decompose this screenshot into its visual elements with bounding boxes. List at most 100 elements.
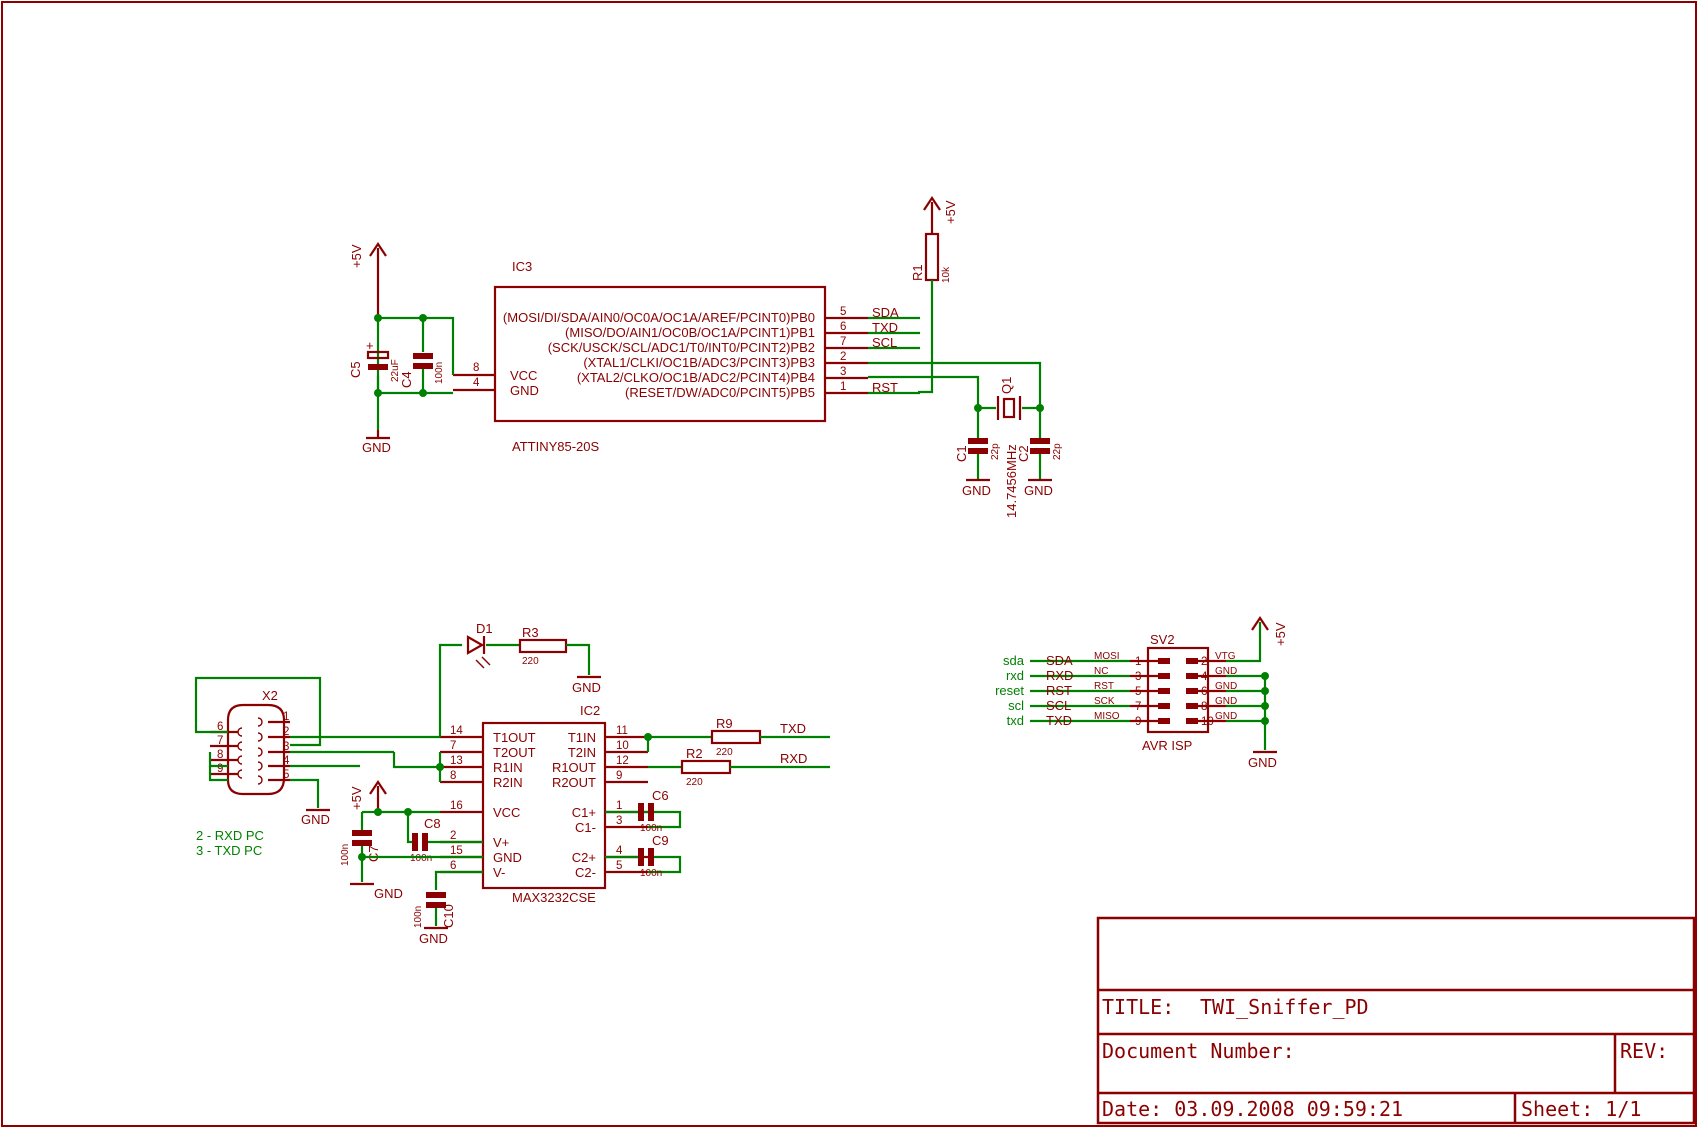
x2-pin-num: 2	[283, 726, 289, 738]
ic3-pin-num: 2	[840, 351, 846, 363]
c10-name: C10	[441, 904, 456, 928]
c8-value: 100n	[410, 853, 432, 864]
c2-name: C2	[1016, 445, 1031, 462]
d1-name: D1	[476, 621, 493, 636]
r9-value: 220	[716, 747, 733, 758]
ic3-pin-vcc-label: VCC	[510, 368, 537, 383]
sheet-text: Sheet: 1/1	[1521, 1097, 1641, 1121]
ic2-pin-num: 1	[616, 800, 622, 812]
gnd-label-d1: GND	[572, 680, 601, 695]
sv2-rfn-label: VTG	[1215, 651, 1236, 662]
date-text: Date: 03.09.2008 09:59:21	[1102, 1097, 1403, 1121]
supply-label-5v-ic2: +5V	[349, 786, 364, 810]
x2-pin-num: 4	[283, 755, 290, 767]
q1-name: Q1	[999, 377, 1014, 394]
c9-value: 100n	[640, 868, 662, 879]
ic2-pin-label: C2+	[572, 850, 596, 865]
r9-name: R9	[716, 716, 733, 731]
ic2-body	[481, 721, 607, 890]
sv2-fn-label: MISO	[1094, 711, 1120, 722]
sv2-ext-label: txd	[1007, 713, 1024, 728]
ic3-pin-8-num: 8	[473, 362, 479, 374]
ic2-name: IC2	[580, 703, 600, 718]
ic3-pin-label: (SCK/USCK/SCL/ADC1/T0/INT0/PCINT2)PB2	[548, 340, 815, 355]
sv2-rfn-label: GND	[1215, 711, 1237, 722]
c1-name: C1	[954, 445, 969, 462]
c4-name: C4	[399, 371, 414, 388]
x2-pin-num: 8	[217, 749, 223, 761]
ic2-pin-label: V-	[493, 865, 505, 880]
ic2-pin-num: 14	[450, 725, 463, 737]
r2-value: 220	[686, 777, 703, 788]
ic2-pin-num: 12	[616, 755, 629, 767]
ic3-right-pins: (MOSI/DI/SDA/AIN0/OC0A/OC1A/AREF/PCINT0)…	[503, 305, 920, 400]
x2-pin-num: 7	[217, 735, 223, 747]
ic2-pin-label: V+	[493, 835, 509, 850]
ic2-right-wiring: R9 220 TXD R2 220 RXD C6 100n C9 100n	[605, 716, 830, 879]
ic2-pin-num: 9	[616, 770, 622, 782]
title-label: TITLE:	[1102, 995, 1174, 1019]
ic3-pin-num: 3	[840, 366, 846, 378]
ic2-pin-label: R2OUT	[552, 775, 596, 790]
sv2-pin-num-left: 7	[1135, 701, 1141, 713]
r2-name: R2	[686, 746, 703, 761]
sv2-pin-num-left: 9	[1135, 716, 1141, 728]
sv2-rfn-label: GND	[1215, 666, 1237, 677]
c4-value: 100n	[434, 362, 445, 384]
ic2-pin-label: T1OUT	[493, 730, 536, 745]
sv2-fn-label: RST	[1094, 681, 1114, 692]
gnd-label-x2: GND	[301, 812, 330, 827]
rev-label: REV:	[1620, 1039, 1668, 1063]
x2-ic2-wiring: D1 R3 220 GND	[208, 621, 601, 782]
supply-label-5v-r1: +5V	[943, 200, 958, 224]
c5-name: C5	[348, 361, 363, 378]
c8-name: C8	[424, 816, 441, 831]
sv2-net-label: SDA	[1046, 653, 1073, 668]
ic2-pin-num: 15	[450, 845, 463, 857]
sv2-pin-num-right: 8	[1201, 701, 1207, 713]
gnd-label-c7: GND	[374, 886, 403, 901]
ic3-net-label: RST	[872, 380, 898, 395]
r1-body	[924, 232, 940, 282]
q1-value: 14.7456MHz	[1004, 444, 1019, 518]
supply-label-5v-a: +5V	[349, 244, 364, 268]
sv2-value: AVR ISP	[1142, 738, 1192, 753]
sv2-net-label: RST	[1046, 683, 1072, 698]
x2-pin-num: 5	[283, 769, 289, 781]
c10-value: 100n	[413, 906, 424, 928]
ic3-net-label: SDA	[872, 305, 899, 320]
sv2-fn-label: SCK	[1094, 696, 1115, 707]
title-block: TITLE: TWI_Sniffer_PD Document Number: R…	[1096, 916, 1696, 1125]
ic3-net-label: SCL	[872, 335, 897, 350]
c7-name: C7	[366, 845, 381, 862]
ic3-pin-label: (XTAL1/CLKI/OC1B/ADC3/PCINT3)PB3	[583, 355, 815, 370]
ic2-pin-num: 4	[616, 845, 623, 857]
ic2-pin-num: 8	[450, 770, 456, 782]
r1-value: 10k	[941, 266, 952, 283]
ic2-pin-num: 10	[616, 740, 629, 752]
ic2-pin-label: T2IN	[568, 745, 596, 760]
svg-text:+: +	[366, 338, 374, 353]
ic3-pin-label: (RESET/DW/ADC0/PCINT5)PB5	[625, 385, 815, 400]
ic2-pin-label: C2-	[575, 865, 596, 880]
gnd-label-sv2: GND	[1248, 755, 1277, 770]
x2-note-rxd: 2 - RXD PC	[196, 828, 264, 843]
x2-pin-num: 9	[217, 763, 223, 775]
c5-value: 22uF	[390, 359, 401, 382]
sv2-ext-label: scl	[1008, 698, 1024, 713]
ic2-left-power: +5V C7 100n GND C8 100n C10 100n GND	[340, 780, 483, 946]
sv2-fn-label: NC	[1094, 666, 1108, 677]
sv2-ext-label: reset	[995, 683, 1024, 698]
ic3-pin-num: 1	[840, 381, 846, 393]
ic2-pin-label: R2IN	[493, 775, 523, 790]
x2-note-txd: 3 - TXD PC	[196, 843, 262, 858]
x2-pin-num: 6	[217, 721, 223, 733]
sv2-net-label: SCL	[1046, 698, 1071, 713]
sv2-name: SV2	[1150, 632, 1175, 647]
gnd-label-c10: GND	[419, 931, 448, 946]
